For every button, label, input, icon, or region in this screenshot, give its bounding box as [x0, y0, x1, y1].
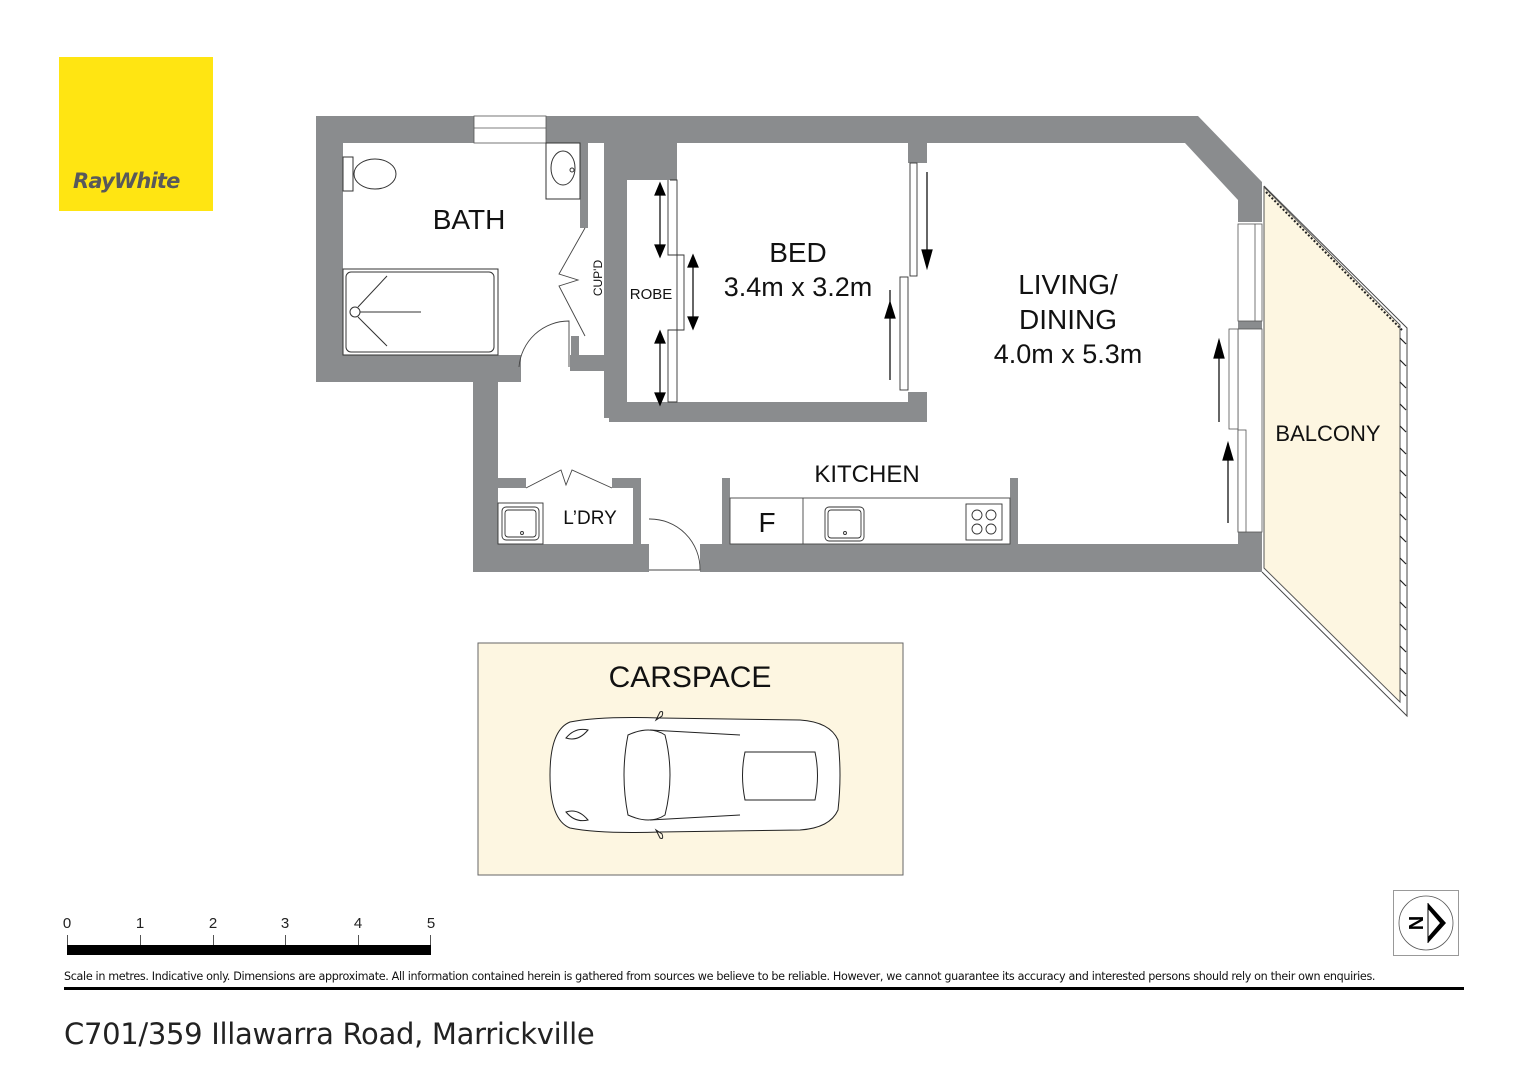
- scale-bar: 0 1 2 3 4 5: [62, 915, 442, 965]
- balcony-floor: [1263, 185, 1401, 704]
- robe-sliding-doors: [667, 179, 685, 403]
- raywhite-logo: RayWhite: [59, 57, 213, 211]
- toilet-icon: [342, 156, 397, 192]
- kitchen-sink-icon: [824, 506, 865, 542]
- cooktop-icon: [965, 503, 1003, 541]
- bed-dimensions: 3.4m x 3.2m: [724, 272, 873, 302]
- scale-bar-fill: [67, 945, 431, 955]
- scale-tick: [67, 935, 68, 947]
- scale-label-2: 2: [208, 915, 218, 932]
- room-label-robe: ROBE: [630, 286, 673, 303]
- bed-sliding-door: [899, 162, 918, 391]
- laundry-tub-icon: [497, 502, 544, 545]
- robe-arrows: [654, 181, 699, 407]
- room-label-carspace: CARSPACE: [609, 661, 772, 694]
- scale-tick: [430, 935, 431, 947]
- entry-door: [648, 518, 701, 571]
- scale-label-4: 4: [353, 915, 363, 932]
- scale-tick: [285, 935, 286, 947]
- basin-icon: [545, 142, 581, 200]
- scale-label-5: 5: [426, 915, 436, 932]
- floor-plan: BATH CUP'D ROBE BED 3.4m x 3.2m LIVING/ …: [316, 115, 1408, 876]
- compass-letter: N: [1406, 916, 1428, 930]
- room-label-kitchen: KITCHEN: [814, 461, 919, 488]
- balcony-door-arrows: [1213, 337, 1234, 523]
- kitchen-bench: [729, 497, 1011, 545]
- balcony-balustrade: [1261, 185, 1408, 718]
- disclaimer-text: Scale in metres. Indicative only. Dimens…: [64, 970, 1376, 983]
- scale-tick: [358, 935, 359, 947]
- logo-text: RayWhite: [73, 169, 180, 193]
- cupboard-doors: [558, 227, 586, 337]
- room-label-bath: BATH: [433, 204, 506, 235]
- bed-door-arrows: [884, 172, 933, 380]
- scale-label-1: 1: [135, 915, 145, 932]
- room-label-cupboard: CUP'D: [591, 260, 605, 297]
- room-label-laundry: L’DRY: [563, 508, 617, 529]
- room-label-balcony: BALCONY: [1275, 421, 1380, 446]
- bathtub-icon: [342, 268, 499, 356]
- bath-window: [473, 115, 547, 144]
- property-address: C701/359 Illawarra Road, Marrickville: [64, 1017, 595, 1051]
- room-label-dining: DINING: [1019, 304, 1117, 335]
- footer-divider: [64, 987, 1464, 990]
- laundry-doors: [525, 469, 613, 489]
- scale-tick: [213, 935, 214, 947]
- balcony-rail-marks: [1399, 337, 1407, 697]
- room-label-bed: BED: [769, 237, 827, 268]
- north-arrow-icon: N: [1398, 895, 1454, 951]
- living-windows: [1228, 223, 1263, 533]
- bath-door: [518, 320, 570, 368]
- north-compass: N: [1393, 890, 1459, 956]
- fridge-label: F: [758, 507, 775, 538]
- scale-label-3: 3: [280, 915, 290, 932]
- living-dimensions: 4.0m x 5.3m: [994, 339, 1143, 369]
- room-label-living: LIVING/: [1018, 269, 1118, 300]
- scale-label-0: 0: [62, 915, 72, 932]
- car-icon: [549, 711, 841, 839]
- scale-tick: [140, 935, 141, 947]
